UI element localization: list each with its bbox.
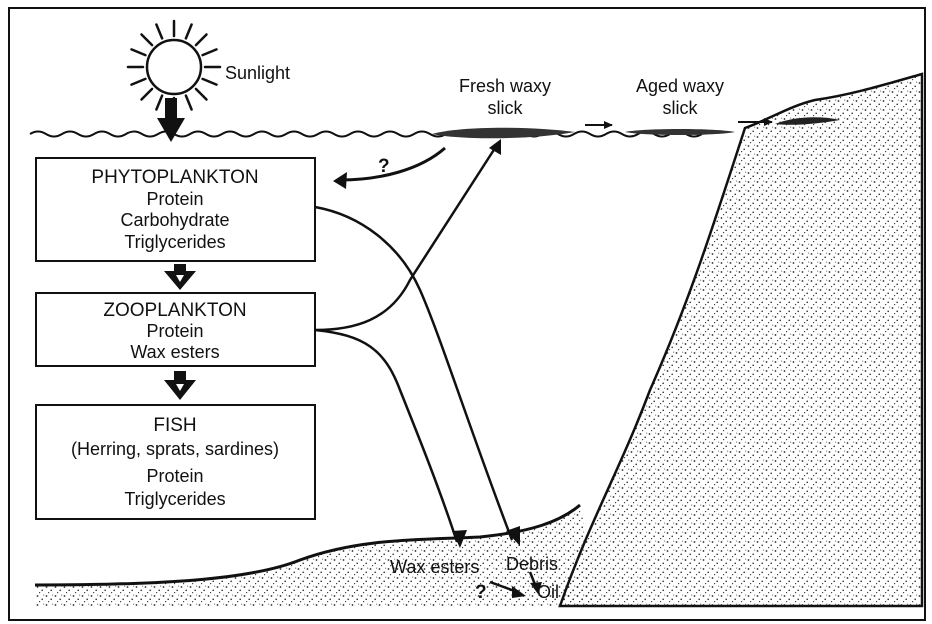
sun-ray: [156, 96, 162, 110]
aged-slick-label-line1: Aged waxy: [636, 76, 724, 96]
sun-ray: [186, 96, 192, 110]
fish-line-1: Protein: [146, 466, 203, 486]
fresh-waxy-slick-mark: [432, 128, 575, 139]
sun-ray: [132, 79, 146, 85]
zooplankton-line-1: Protein: [146, 321, 203, 341]
phytoplankton-line-3: Triglycerides: [124, 232, 225, 252]
sun-ray: [196, 89, 207, 100]
surface-question-mark: ?: [378, 156, 390, 177]
phyto-to-zoo-arrow-icon: [164, 264, 196, 290]
sun-ray: [142, 89, 153, 100]
fresh-slick-label-line2: slick: [488, 98, 524, 118]
zooplankton-line-2: Wax esters: [130, 342, 219, 362]
return-question-arrowhead: [333, 172, 347, 189]
fresh-slick-label-line1: Fresh waxy: [459, 76, 551, 96]
sun-ray: [203, 79, 217, 85]
phyto-to-debris-line: [315, 207, 512, 540]
seafloor-question-mark: ?: [475, 582, 487, 603]
phytoplankton-line-1: Protein: [146, 189, 203, 209]
zooplankton-title: ZOOPLANKTON: [103, 300, 246, 321]
sunlight-label: Sunlight: [225, 63, 290, 83]
water-surface: [30, 132, 702, 137]
sun-ray: [196, 35, 207, 46]
sunlight-arrow-icon: [157, 98, 185, 142]
continental-slope: [560, 74, 922, 606]
wax-esters-label: Wax esters: [390, 557, 479, 577]
sun-ray: [156, 25, 162, 39]
sun-ray: [142, 35, 153, 46]
fish-line-2: Triglycerides: [124, 489, 225, 509]
zoo-lower-branch: [315, 330, 457, 542]
phytoplankton-line-2: Carbohydrate: [120, 210, 229, 230]
debris-label: Debris: [506, 554, 558, 574]
sun-ray: [186, 25, 192, 39]
aged-waxy-slick-mark: [625, 129, 735, 135]
zoo-upper-branch: [315, 145, 497, 330]
sun-ray: [203, 49, 217, 55]
sun-ray: [132, 49, 146, 55]
return-question-arrow: [340, 148, 445, 180]
fish-subtitle: (Herring, sprats, sardines): [71, 439, 279, 459]
fish-title: FISH: [153, 415, 196, 436]
phytoplankton-title: PHYTOPLANKTON: [91, 167, 258, 188]
zoo-to-fish-arrow-icon: [164, 371, 196, 400]
oil-label: Oil: [537, 582, 559, 602]
aged-slick-label-line2: slick: [663, 98, 699, 118]
